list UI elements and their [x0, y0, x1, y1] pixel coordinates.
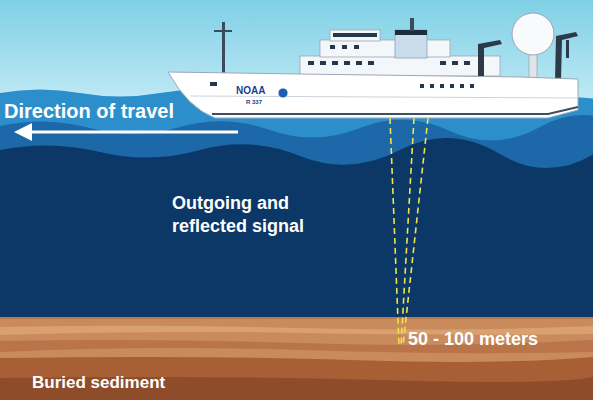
- ship-marking: NOAA: [236, 85, 265, 98]
- seafloor-line: [0, 317, 593, 319]
- direction-arrow: [14, 123, 238, 141]
- ship: [168, 13, 578, 118]
- direction-label: Direction of travel: [4, 99, 174, 124]
- surface-water: [0, 90, 593, 400]
- seafloor: [0, 318, 593, 400]
- depth-dimension: 50 - 100 meters: [408, 328, 538, 351]
- sediment-label: Buried sediment: [32, 372, 165, 393]
- signal-label: Outgoing and reflected signal: [172, 192, 347, 237]
- deep-water: [0, 138, 593, 400]
- mid-water: [0, 115, 593, 400]
- signal-beams: [390, 118, 428, 346]
- sediment-layer: [0, 357, 593, 400]
- hull-number: R 337: [246, 99, 262, 107]
